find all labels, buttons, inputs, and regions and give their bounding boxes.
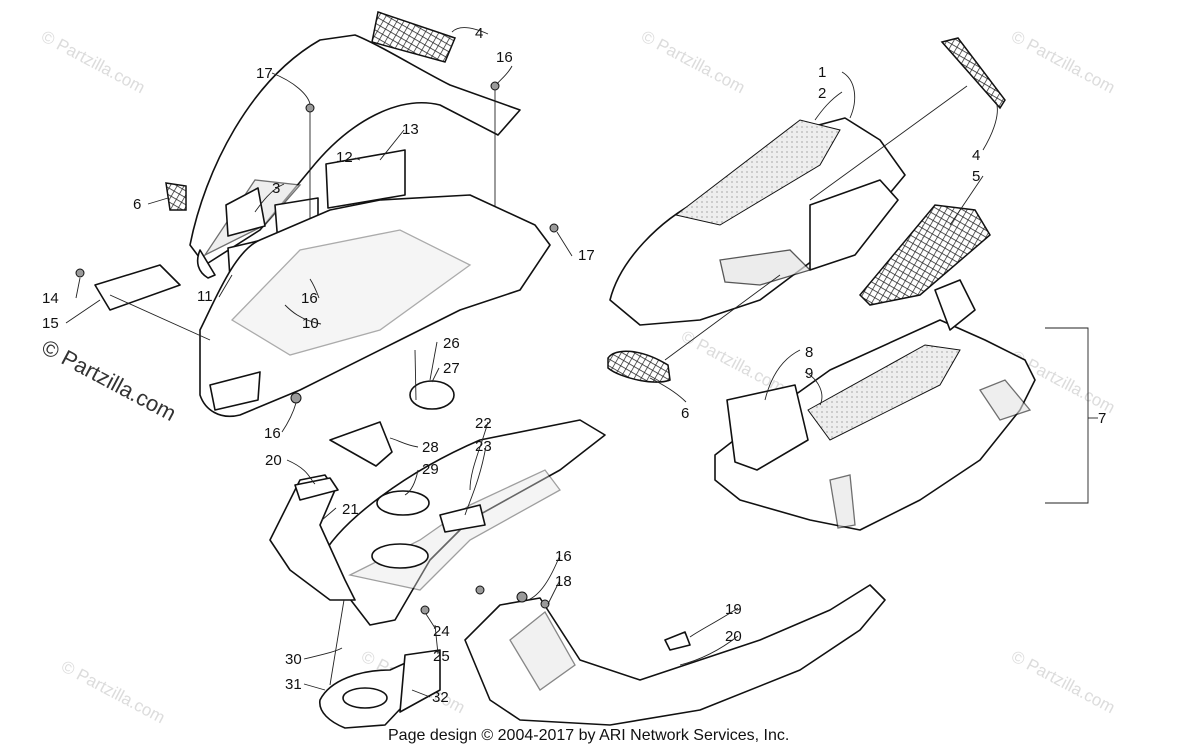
side-panel-21 — [269, 474, 356, 601]
bracket-15 — [94, 264, 181, 311]
side-vent-6 — [607, 350, 671, 383]
watermark: © Partzilla.com — [38, 27, 148, 98]
callout-label: 16 — [301, 290, 318, 307]
screw-14 — [75, 268, 85, 278]
grommet — [371, 543, 429, 569]
watermark: © Partzilla.com — [638, 27, 748, 98]
bolt-17 — [305, 103, 315, 113]
latch-20 — [294, 477, 339, 501]
callout-label: 2 — [818, 85, 826, 102]
callout-labels: 1 2 3 4 4 5 6 6 7 8 9 10 11 12 13 14 15 … — [42, 25, 1106, 706]
callout-label: 30 — [285, 651, 302, 668]
watermark-large: © Partzilla.com — [38, 334, 181, 426]
callout-label: 27 — [443, 360, 460, 377]
callout-label: 24 — [433, 623, 450, 640]
callout-label: 32 — [432, 689, 449, 706]
bolt-24 — [420, 605, 430, 615]
callout-label: 9 — [805, 365, 813, 382]
callout-label: 26 — [443, 335, 460, 352]
bolt-17 — [549, 223, 559, 233]
hood-assembly — [607, 37, 1006, 383]
callout-label: 4 — [475, 25, 483, 42]
callout-label: 16 — [496, 49, 513, 66]
callout-label: 23 — [475, 438, 492, 455]
watermark: © Partzilla.com — [58, 657, 168, 728]
callout-label: 5 — [972, 168, 980, 185]
footer-copyright: Page design © 2004-2017 by ARI Network S… — [388, 727, 789, 744]
callout-label: 12 — [336, 149, 353, 166]
callout-label: 6 — [681, 405, 689, 422]
callout-label: 7 — [1098, 410, 1106, 427]
callout-label: 8 — [805, 344, 813, 361]
callout-label: 13 — [402, 121, 419, 138]
callout-label: 16 — [555, 548, 572, 565]
callout-label: 20 — [265, 452, 282, 469]
grommet-27 — [409, 380, 455, 410]
decal-1-2 — [674, 119, 841, 226]
console-assembly — [75, 194, 551, 417]
bolt-25 — [475, 585, 485, 595]
callout-label: 29 — [422, 461, 439, 478]
watermark: © Partzilla.com — [1008, 27, 1118, 98]
nosepan-assembly — [714, 279, 1089, 531]
callout-label: 6 — [133, 196, 141, 213]
callout-label: 21 — [342, 501, 359, 518]
callout-label: 10 — [302, 315, 319, 332]
decal-8-9 — [807, 344, 961, 441]
callout-label: 11 — [197, 288, 213, 305]
watermark: © Partzilla.com — [1008, 647, 1118, 718]
callout-label: 28 — [422, 439, 439, 456]
callout-label: 15 — [42, 315, 59, 332]
decal-13 — [325, 149, 406, 209]
plate-32 — [399, 649, 441, 713]
callout-label: 17 — [578, 247, 595, 264]
grommet-29 — [376, 490, 430, 516]
decal-8 — [726, 384, 809, 471]
callout-label: 31 — [285, 676, 302, 693]
callout-label: 16 — [264, 425, 281, 442]
callout-label: 20 — [725, 628, 742, 645]
callout-label: 18 — [555, 573, 572, 590]
leader-lines — [65, 27, 1098, 698]
nut-16 — [516, 591, 528, 603]
watermark: © Partzilla.com — [678, 327, 788, 398]
nut-16 — [290, 392, 302, 404]
callout-label: 25 — [433, 648, 450, 665]
bolt-18 — [540, 599, 550, 609]
bumper-assembly — [420, 584, 886, 726]
callout-label: 1 — [818, 64, 826, 81]
clip-19 — [664, 631, 691, 651]
callout-label: 19 — [725, 601, 742, 618]
hood-vent-4 — [940, 37, 1006, 110]
panel-28 — [329, 421, 393, 467]
hood-vent-5 — [858, 204, 991, 306]
side-vent — [165, 182, 187, 211]
decal-3 — [225, 187, 266, 237]
callout-label: 4 — [972, 147, 980, 164]
bracket-23 — [439, 504, 486, 533]
callout-label: 17 — [256, 65, 273, 82]
lower-belly-assembly — [269, 349, 606, 729]
duct-ring — [342, 687, 388, 709]
vent-grille — [371, 11, 457, 63]
callout-label: 14 — [42, 290, 59, 307]
callout-label: 22 — [475, 415, 492, 432]
